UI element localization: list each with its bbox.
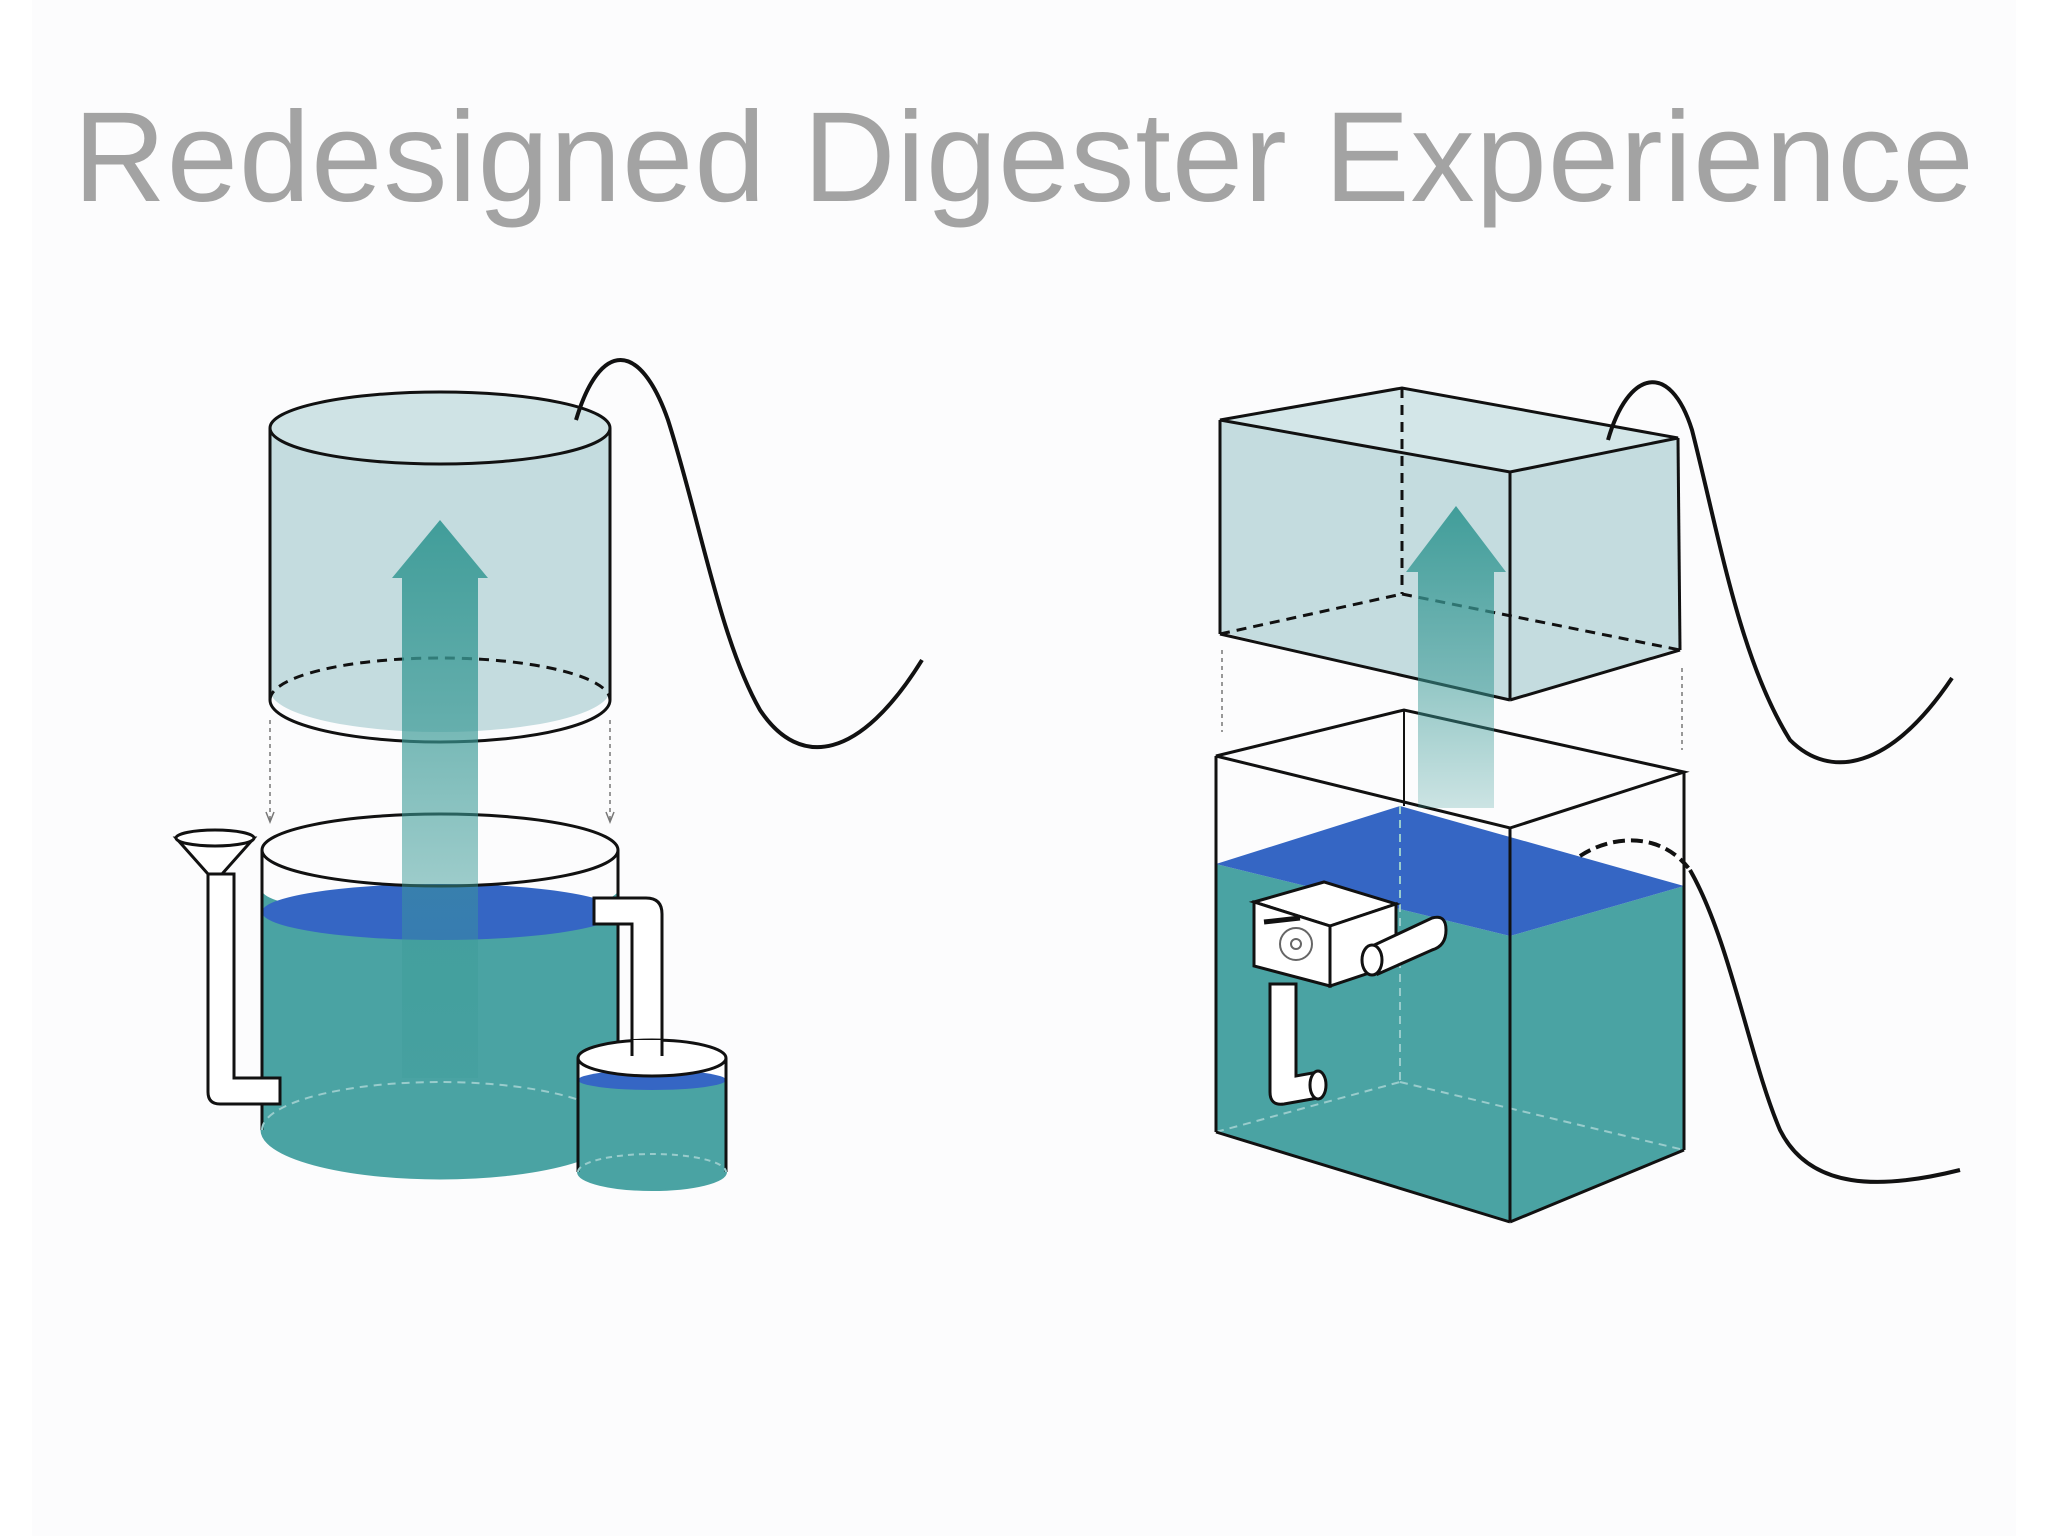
guide-arrowhead bbox=[605, 811, 615, 825]
cylindrical-digester bbox=[172, 358, 924, 1191]
gas-line-cable bbox=[1688, 869, 1961, 1184]
guide-lines bbox=[269, 720, 611, 820]
slide-title: Redesigned Digester Experience bbox=[73, 86, 1975, 229]
effluent-tank-icon bbox=[576, 1038, 728, 1191]
outlet-pipe-icon bbox=[592, 896, 664, 1060]
internal-cable-dashed bbox=[1578, 838, 1692, 872]
gas-line-cable bbox=[574, 358, 924, 749]
slide-background bbox=[32, 0, 2016, 1536]
box-digester bbox=[1214, 380, 1961, 1224]
gas-flow-arrow-icon bbox=[392, 520, 488, 1078]
guide-lines bbox=[1221, 650, 1683, 750]
inlet-funnel-icon bbox=[172, 828, 282, 1106]
mixer-pump-icon bbox=[1248, 880, 1448, 1106]
gas-line-cable bbox=[1606, 380, 1954, 765]
guide-arrowhead bbox=[265, 811, 275, 825]
gas-flow-arrow-icon bbox=[1406, 506, 1506, 808]
